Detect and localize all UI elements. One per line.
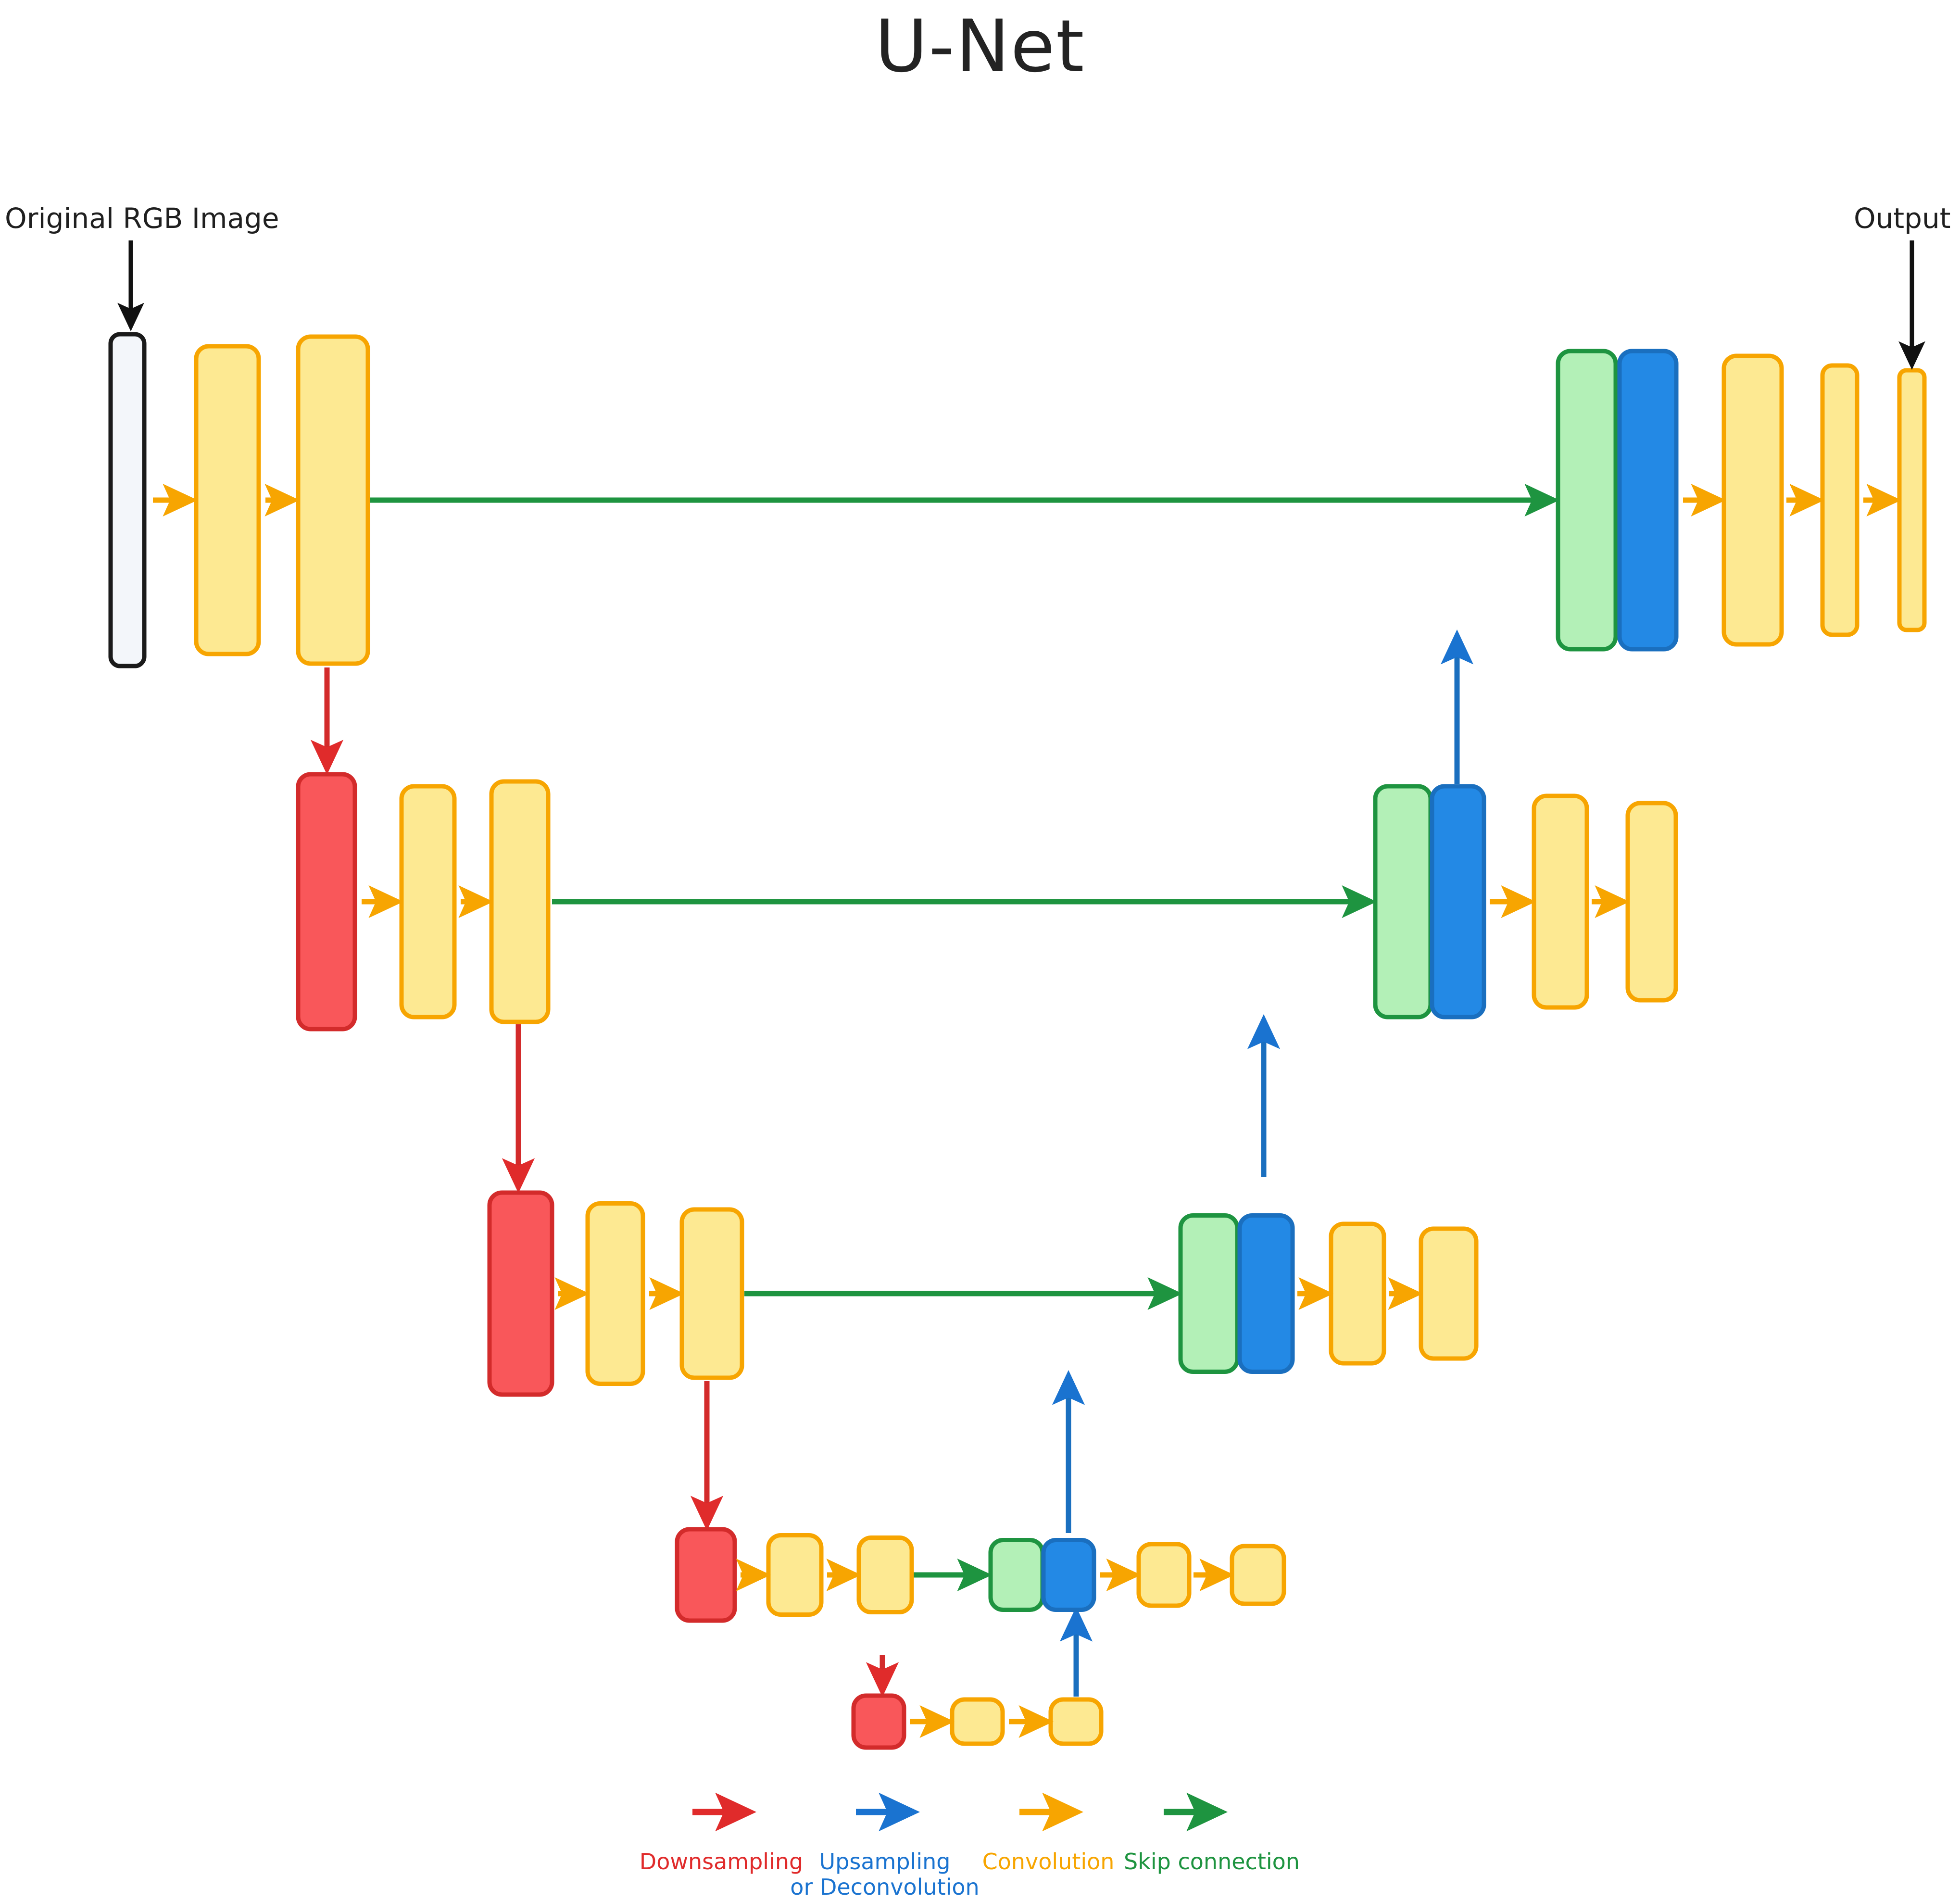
legend-skip-label-line-0: Skip connection	[1124, 1849, 1300, 1875]
dec1-conv1-block	[1721, 353, 1784, 647]
enc2-down-block	[296, 772, 357, 1032]
enc3-down-block	[487, 1190, 554, 1397]
dec4-conv1-block	[1136, 1542, 1192, 1608]
convolution-arrow-group	[153, 483, 1902, 1738]
legend-downsampling-label-line-0: Downsampling	[639, 1849, 804, 1875]
dec3-skip-block	[1178, 1213, 1240, 1374]
upsampling-group	[1052, 629, 1474, 1697]
legend-upsampling-label-line-1: or Deconvolution	[790, 1874, 980, 1900]
legend-skip-label: Skip connection	[1068, 1849, 1356, 1875]
enc1-conv1-block	[194, 344, 261, 656]
input-label: Original RGB Image	[5, 202, 279, 235]
legend-convolution-label: Convolution	[904, 1849, 1193, 1875]
enc2-conv2-block	[489, 779, 551, 1024]
dec3-up-block	[1237, 1213, 1295, 1374]
bottleneck-conv2-block	[1048, 1697, 1104, 1746]
dec1-up-block	[1617, 349, 1679, 652]
enc4-conv1-block	[766, 1533, 824, 1617]
legend-downsampling-label: Downsampling	[577, 1849, 866, 1875]
dec2-conv1-block	[1532, 793, 1589, 1010]
input-image-block-block	[108, 332, 147, 668]
dec2-skip-block	[1373, 784, 1433, 1019]
enc4-conv2-block	[856, 1535, 914, 1614]
output-label: Output	[1854, 202, 1951, 235]
enc1-conv2-block	[296, 334, 370, 666]
enc2-conv1-block	[399, 784, 457, 1019]
downsampling-group	[310, 667, 899, 1698]
legend-convolution-label-line-0: Convolution	[982, 1849, 1115, 1875]
dec4-skip-block	[988, 1538, 1045, 1612]
annotation-arrow-group	[117, 240, 1925, 370]
dec1-conv2-block	[1820, 363, 1859, 637]
dec2-up-block	[1430, 784, 1486, 1019]
enc3-conv1-block	[585, 1201, 645, 1386]
output-block-block	[1897, 368, 1927, 632]
bottleneck-down-block	[851, 1693, 906, 1750]
enc4-down-block	[675, 1527, 737, 1623]
bottleneck-conv1-block	[950, 1697, 1005, 1746]
dec1-skip-block	[1556, 349, 1618, 652]
skip-connection-group	[370, 483, 1560, 1592]
feature-block-group	[108, 332, 1927, 1750]
dec3-conv2-block	[1419, 1226, 1479, 1361]
enc3-conv2-block	[679, 1207, 744, 1380]
dec4-up-block	[1041, 1538, 1096, 1612]
legend-upsampling-label-line-0: Upsampling	[819, 1849, 951, 1875]
dec2-conv2-block	[1625, 801, 1678, 1003]
dec3-conv1-block	[1329, 1221, 1386, 1366]
page-title: U-Net	[875, 5, 1085, 88]
dec4-conv2-block	[1230, 1544, 1286, 1606]
